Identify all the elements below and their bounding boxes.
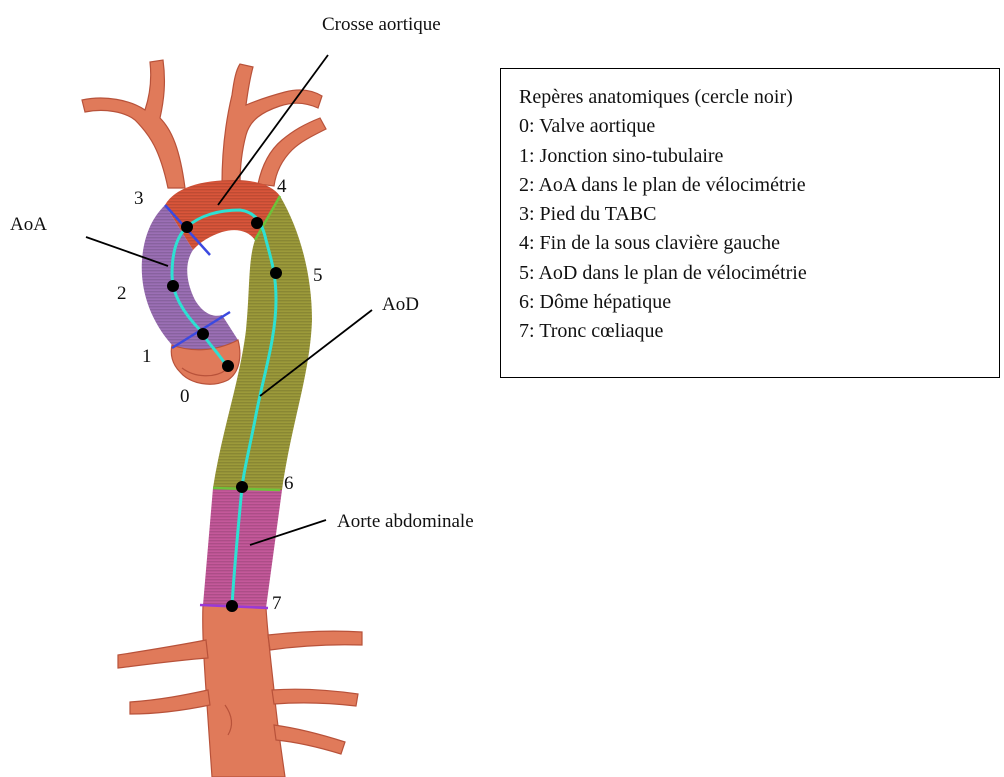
label-crosse-aortique: Crosse aortique [322, 14, 441, 35]
landmark-dot-2 [167, 280, 179, 292]
number-2: 2 [117, 283, 127, 304]
legend-item: 0: Valve aortique [519, 112, 999, 141]
label-aoa: AoA [10, 214, 47, 235]
landmark-dot-0 [222, 360, 234, 372]
number-4: 4 [277, 176, 287, 197]
legend-item: 5: AoD dans le plan de vélocimétrie [519, 259, 999, 288]
legend-item: 7: Tronc cœliaque [519, 317, 999, 346]
legend-item: 1: Jonction sino-tubulaire [519, 142, 999, 171]
aortic-arch [142, 180, 312, 608]
legend-item: 4: Fin de la sous clavière gauche [519, 229, 999, 258]
supra-aortic-branches [82, 60, 326, 188]
legend-title: Repères anatomiques (cercle noir) [519, 83, 999, 112]
number-5: 5 [313, 265, 323, 286]
legend-item: 6: Dôme hépatique [519, 288, 999, 317]
legend-item: 3: Pied du TABC [519, 200, 999, 229]
lower-abdominal-aorta [118, 605, 362, 777]
number-7: 7 [272, 593, 282, 614]
landmark-dot-7 [226, 600, 238, 612]
legend-box: Repères anatomiques (cercle noir) 0: Val… [500, 68, 1000, 378]
landmark-dot-4 [251, 217, 263, 229]
number-3: 3 [134, 188, 144, 209]
number-1: 1 [142, 346, 152, 367]
number-0: 0 [180, 386, 190, 407]
label-aod: AoD [382, 294, 419, 315]
landmark-dot-3 [181, 221, 193, 233]
landmark-dot-1 [197, 328, 209, 340]
number-6: 6 [284, 473, 294, 494]
legend-item: 2: AoA dans le plan de vélocimétrie [519, 171, 999, 200]
label-aorte-abdominale: Aorte abdominale [337, 511, 474, 532]
landmark-dot-5 [270, 267, 282, 279]
landmark-dot-6 [236, 481, 248, 493]
